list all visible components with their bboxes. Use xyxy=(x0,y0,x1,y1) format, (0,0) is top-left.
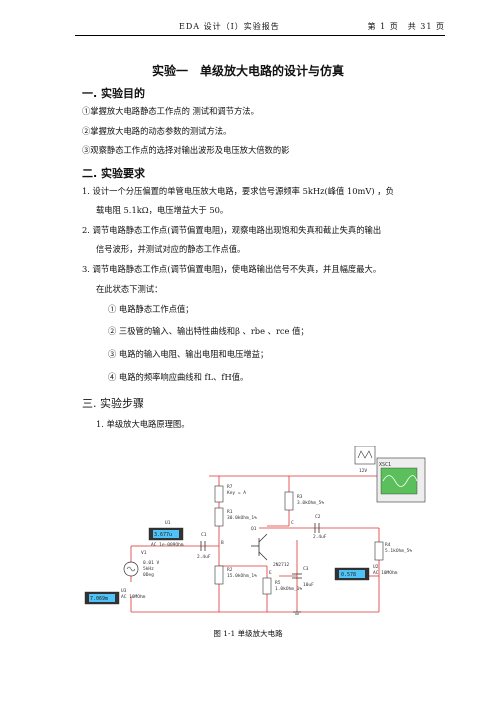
list-item: ② 三极管的输入、输出特性曲线和β 、rbe 、rce 值； xyxy=(108,326,309,336)
list-item: 3. 调节电路静态工作点(调节偏置电阻)，使电路输出信号不失真，并且幅度最大。 xyxy=(82,264,382,274)
header-page-number: 第 1 页 共 31 页 xyxy=(367,22,445,31)
r4-load-resistor xyxy=(374,541,384,561)
node-label-b: B xyxy=(221,540,224,546)
r5-label: R5 xyxy=(275,580,281,586)
list-item: ④ 电路的频率响应曲线和 fL、fH值。 xyxy=(108,372,249,382)
q1-transistor xyxy=(251,533,268,561)
c1-value: 2.4uF xyxy=(197,554,211,560)
r7-value: Key = A xyxy=(227,490,246,496)
r3-resistor xyxy=(284,491,294,511)
c1-label: C1 xyxy=(201,532,207,538)
section-heading-3: 三. 实验步骤 xyxy=(82,397,144,410)
list-item: 2. 调节电路静态工作点(调节偏置电阻)，观察电路出现饱和失真和截止失真的输出 xyxy=(82,225,382,235)
c2-label: C2 xyxy=(315,514,321,520)
section-heading-1: 一. 实验目的 xyxy=(82,87,146,100)
list-item: 在此状态下测试： xyxy=(96,284,163,294)
circuit-schematic: XSC1 12V R7 Key = A R1 30.0kOhm_1% R3 3.… xyxy=(84,446,426,615)
c2-value: 2.4uF xyxy=(313,534,327,540)
list-item: 载电阻 5.1kΩ，电压增益大于 50。 xyxy=(96,205,229,215)
u2-reading: 0.578 xyxy=(341,572,356,578)
u1-label: U1 xyxy=(165,520,171,526)
node-label-c: C xyxy=(291,520,294,526)
c3-label: C3 xyxy=(303,566,309,572)
r1-resistor xyxy=(214,507,224,527)
u3-voltmeter: 7.069m xyxy=(84,591,120,605)
page-header: EDA 设计（Ⅰ）实验报告 第 1 页 共 31 页 xyxy=(75,21,445,36)
c2-capacitor xyxy=(314,523,320,533)
ground-symbol xyxy=(293,611,301,615)
oscilloscope-icon: XSC1 xyxy=(376,457,426,503)
u3-info: AC 10MOhm xyxy=(121,594,146,600)
u1-info: AC 1e-009Ohm xyxy=(151,542,184,548)
r5-value: 1.0kOhm_1% xyxy=(275,586,302,592)
function-generator-icon xyxy=(354,446,376,465)
u3-reading: 7.069m xyxy=(90,596,108,602)
u2-info: AC 10MOhm xyxy=(373,570,398,576)
list-item: ③观察静态工作点的选择对输出波形及电压放大倍数的影 xyxy=(82,145,290,155)
r3-label: R3 xyxy=(297,494,303,500)
r7-potentiometer xyxy=(214,485,224,503)
r5-resistor xyxy=(262,577,272,595)
list-item: ③ 电路的输入电阻、输出电阻和电压增益； xyxy=(108,349,269,359)
q1-label: Q1 xyxy=(251,526,257,532)
u3-label: U3 xyxy=(121,588,127,594)
u2-voltmeter: 0.578 xyxy=(334,567,370,581)
v1-label: V1 xyxy=(141,550,147,556)
list-item: ① 电路静态工作点值； xyxy=(108,304,194,314)
r2-label: R2 xyxy=(227,567,233,573)
r2-resistor xyxy=(214,565,224,585)
r2-value: 15.0kOhm_1% xyxy=(227,573,257,579)
u2-label: U2 xyxy=(373,564,379,570)
v1-phase: 0Deg xyxy=(143,572,154,578)
r7-label: R7 xyxy=(227,484,233,490)
r3-value: 3.0kOhm_5% xyxy=(297,500,324,506)
r1-label: R1 xyxy=(227,509,233,515)
v1-amplitude: 0.01 V xyxy=(143,560,160,566)
u1-reading: 3.677u xyxy=(154,532,172,538)
sine-wave-icon xyxy=(126,566,136,572)
r1-value: 30.0kOhm_1% xyxy=(227,515,257,521)
c3-capacitor xyxy=(292,573,302,579)
oscilloscope-label: XSC1 xyxy=(379,462,391,468)
list-item: 1. 单级放大电路原理图。 xyxy=(96,419,190,429)
c1-capacitor xyxy=(200,541,206,551)
vcc-label: 12V xyxy=(359,468,367,474)
q1-model: 2N2712 xyxy=(273,562,290,568)
list-item: 1. 设计一个分压偏置的单管电压放大电路，要求信号源频率 5kHz(峰值 10m… xyxy=(82,186,394,196)
r4-label: R4 xyxy=(385,542,391,548)
header-course: EDA 设计（Ⅰ）实验报告 xyxy=(179,22,280,31)
v1-frequency: 5kHz xyxy=(143,566,154,572)
c3-value: 10uF xyxy=(303,582,314,588)
list-item: ②掌握放大电路的动态参数的测试方法。 xyxy=(82,126,232,136)
section-heading-2: 二. 实验要求 xyxy=(82,167,146,180)
figure-caption: 图 1-1 单级放大电路 xyxy=(213,629,283,638)
page-title: 实验一 单级放大电路的设计与仿真 xyxy=(151,64,344,78)
list-item: 信号波形，并测试对应的静态工作点值。 xyxy=(96,244,246,254)
r4-value: 5.1kOhm_5% xyxy=(385,548,412,554)
u1-ammeter: 3.677u xyxy=(148,527,184,541)
list-item: ①掌握放大电路静态工作点的 测试和调节方法。 xyxy=(82,106,259,116)
node-label-e: E xyxy=(269,570,272,576)
